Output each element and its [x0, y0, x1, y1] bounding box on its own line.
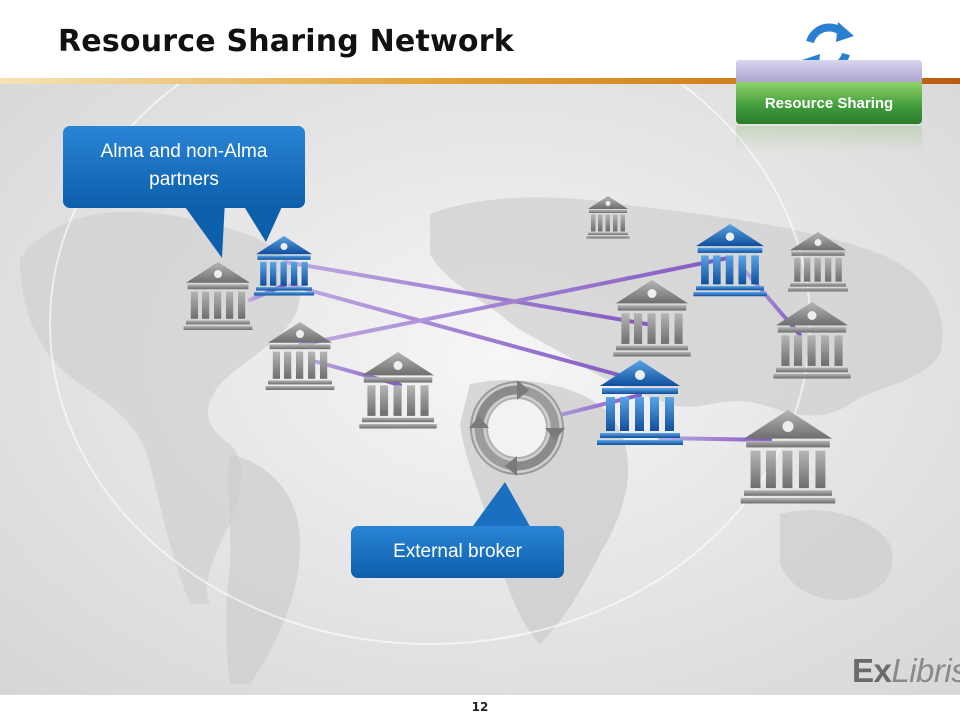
page-number: 12: [471, 700, 489, 714]
partners-callout-line1: Alma and non-Alma: [100, 141, 268, 162]
partners-callout: Alma and non-Alma partners: [63, 126, 305, 208]
library-building-icon: [586, 196, 630, 239]
logo-part-ex: Ex: [852, 652, 892, 689]
callout-pointer: [240, 200, 285, 242]
link-line: [288, 283, 639, 382]
library-building-icon: [773, 302, 851, 379]
resource-sharing-badge: Resource Sharing: [736, 60, 922, 126]
library-building-icon: [265, 322, 335, 390]
library-building-icon: [253, 236, 315, 296]
library-building-icon: [740, 410, 836, 504]
callout-pointer: [470, 482, 532, 530]
library-building-icon: [183, 262, 253, 330]
badge-label: Resource Sharing: [736, 82, 922, 124]
library-building-icon: [613, 280, 691, 357]
callout-pointer: [180, 200, 225, 258]
library-building-icon: [693, 224, 767, 297]
library-building-icon: [787, 232, 849, 292]
link-line: [658, 436, 772, 442]
title-underline: [0, 78, 960, 84]
logo-part-libris: Libris: [891, 652, 960, 689]
badge-reflection: [736, 126, 922, 152]
badge-tab: [736, 60, 922, 82]
slide-title: Resource Sharing Network: [58, 24, 514, 59]
library-building-icon: [597, 360, 683, 445]
library-building-icon: [359, 352, 437, 429]
link-line: [298, 256, 730, 347]
exlibris-logo: ExLibris: [852, 652, 960, 690]
broker-callout: External broker: [351, 526, 564, 578]
circular-arrows-icon: [469, 380, 565, 476]
footer-divider: [0, 694, 960, 695]
partners-callout-line2: partners: [149, 169, 219, 190]
link-line: [283, 260, 654, 327]
world-map-background: [0, 3, 960, 694]
